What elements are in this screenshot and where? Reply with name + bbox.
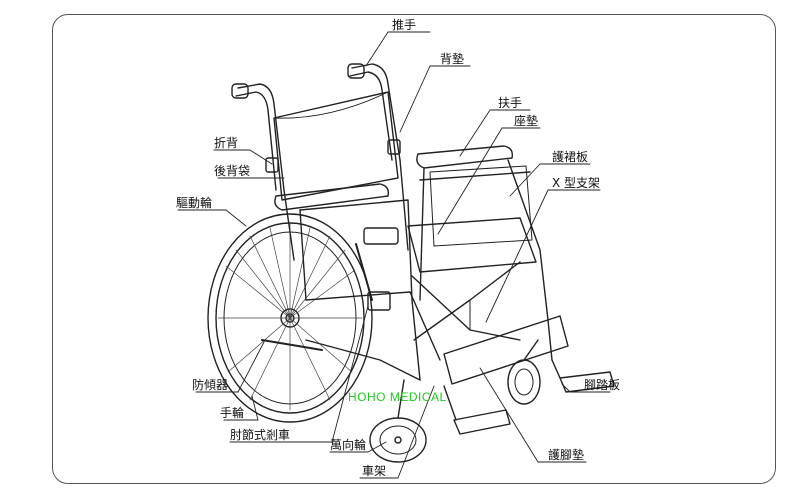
label-anti-tipper: 防傾器 (192, 378, 229, 392)
label-rear-pocket: 後背袋 (214, 164, 251, 178)
label-elbow-brake: 肘節式剎車 (230, 428, 291, 442)
label-drive-wheel: 驅動輪 (176, 196, 213, 210)
label-seat-pad: 座墊 (514, 114, 539, 128)
label-caster: 萬向輪 (330, 438, 367, 452)
label-folding-back: 折背 (214, 136, 239, 150)
footrest-left-shape (453, 409, 511, 435)
seat-pad-shape (407, 217, 537, 273)
label-frame: 車架 (362, 464, 387, 478)
label-armrest: 扶手 (498, 96, 523, 110)
armrest-left-shape (274, 183, 390, 211)
back-pad-shape (273, 91, 399, 201)
label-leg-pad: 護腳墊 (548, 448, 585, 462)
label-skirt-guard: 護裙板 (552, 150, 589, 164)
leader-lines (177, 31, 611, 479)
label-push-handle: 推手 (392, 18, 417, 32)
watermark-text: HOHO MEDICAL (348, 390, 447, 404)
caster-illustration (369, 379, 427, 463)
leg-pad-shape (443, 315, 569, 385)
label-x-frame: X 型支架 (552, 176, 601, 190)
label-footrest: 腳踏板 (584, 378, 621, 392)
label-hand-rim: 手輪 (220, 406, 245, 420)
armrest-right-shape (416, 145, 514, 169)
footrest-right-shape (559, 371, 615, 393)
diagram-border (52, 14, 776, 484)
label-back-pad: 背墊 (440, 52, 465, 66)
drive-wheel-illustration (207, 213, 373, 423)
skirt-guard-shape (429, 165, 533, 247)
